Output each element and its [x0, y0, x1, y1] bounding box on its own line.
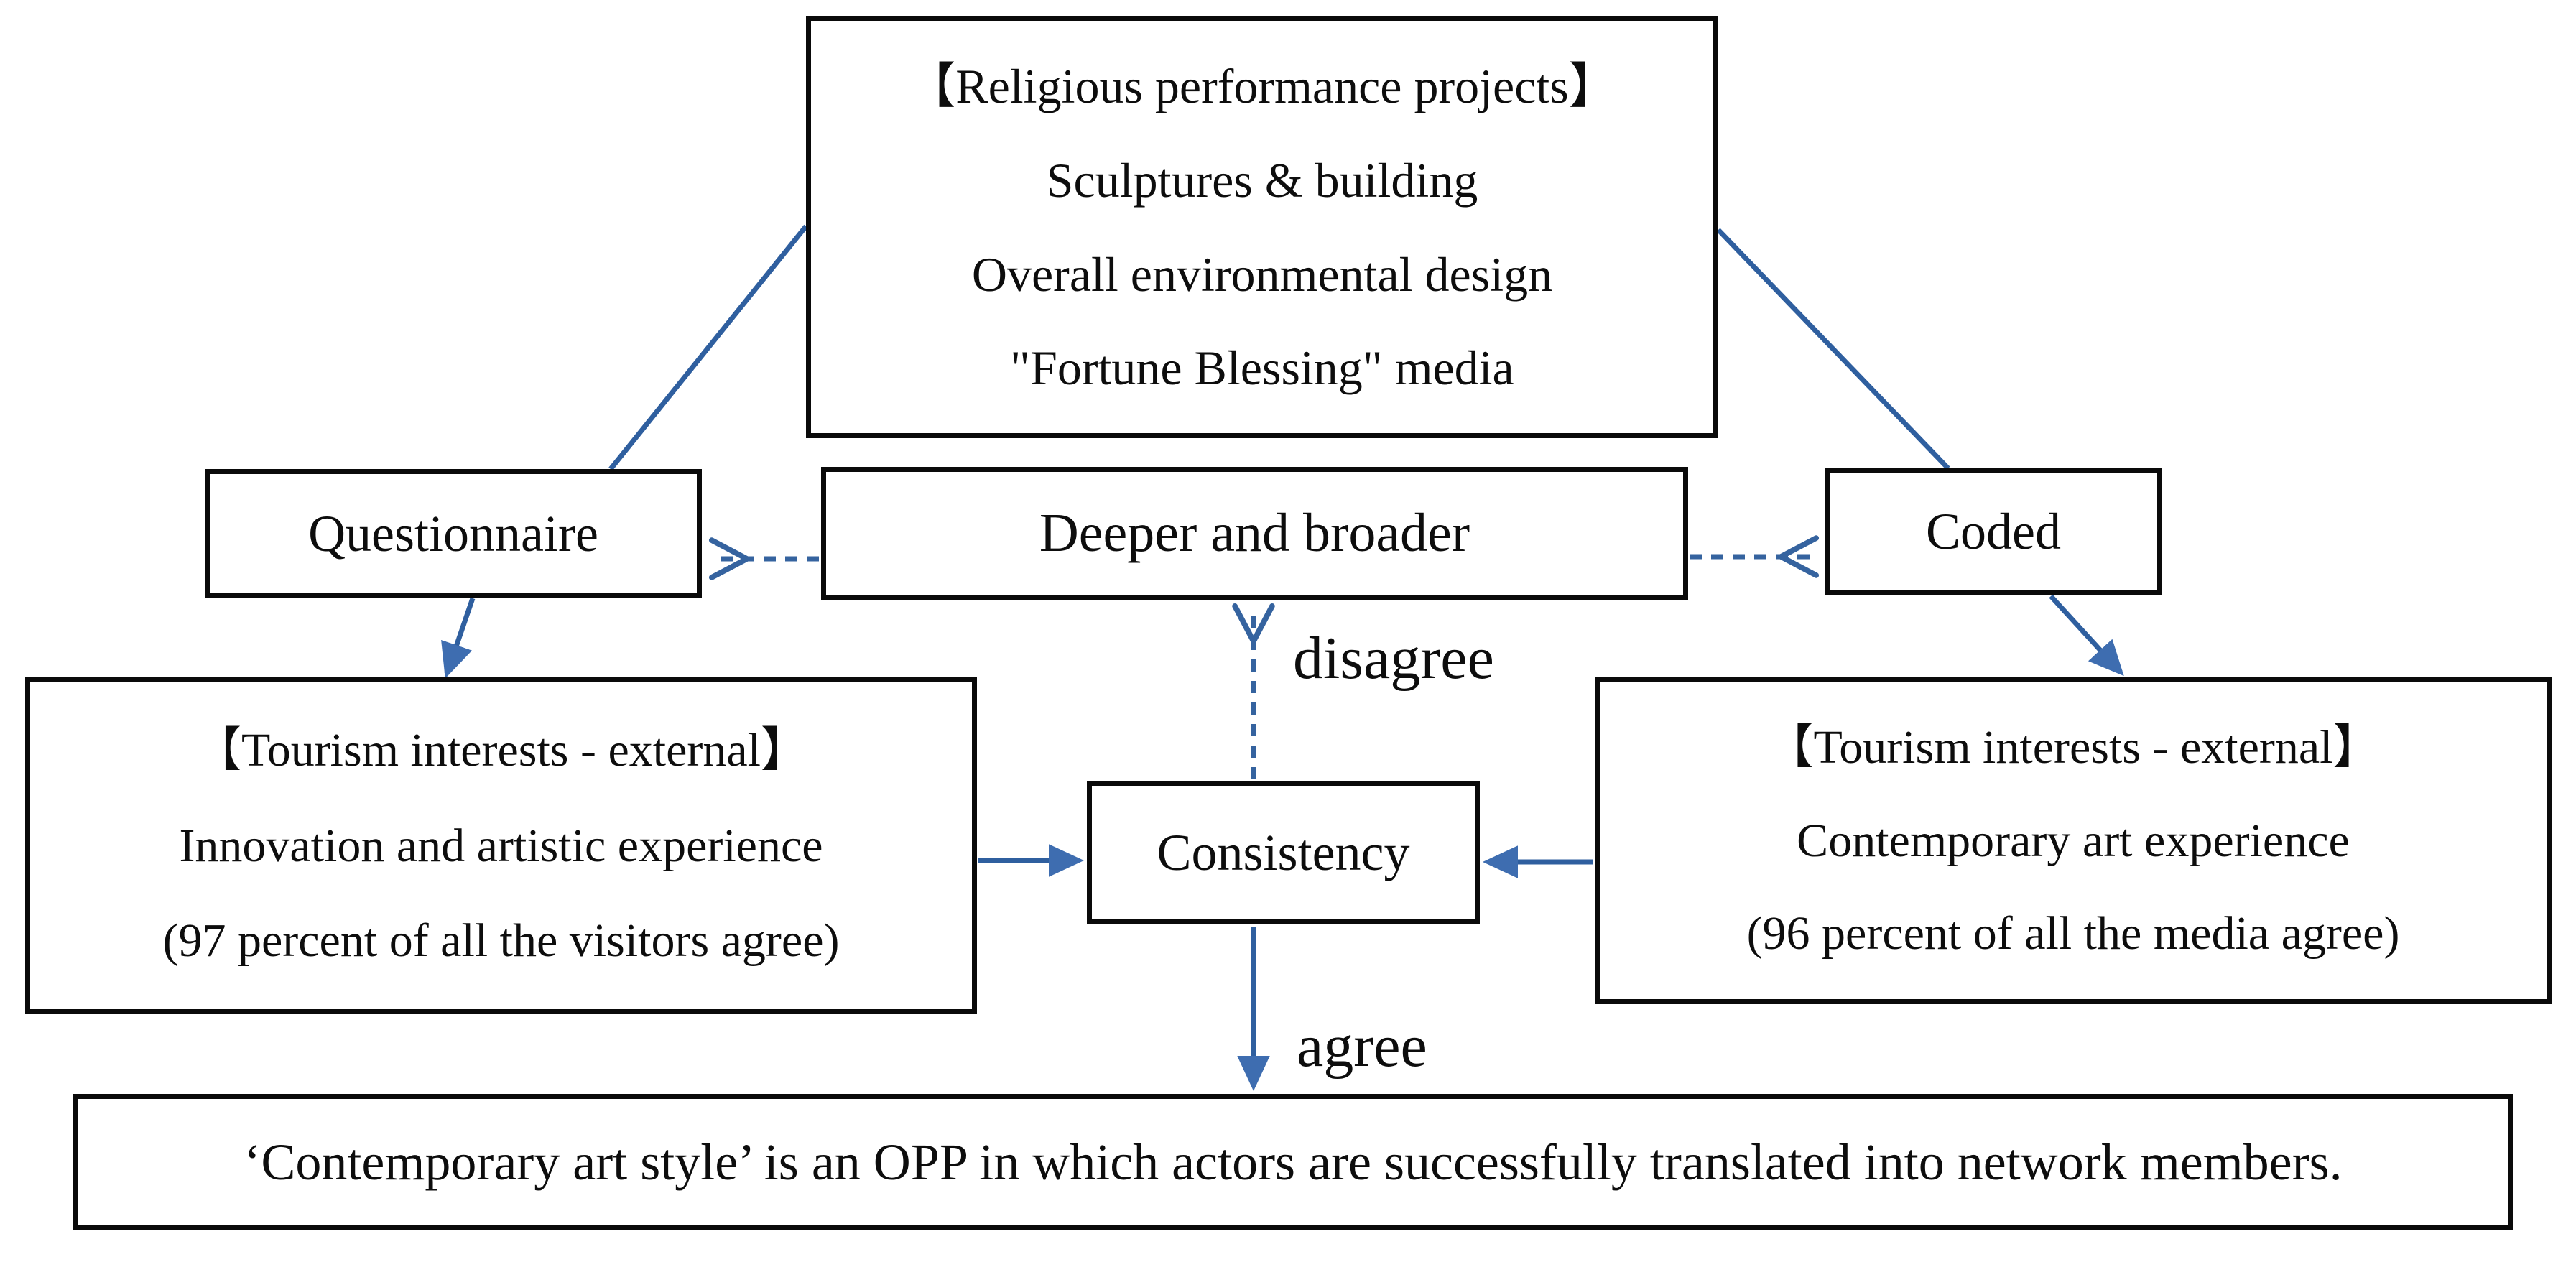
box-line: Overall environmental design: [971, 246, 1553, 302]
box-line: Contemporary art experience: [1797, 814, 2350, 867]
line-top-to-coded: [1716, 228, 1950, 470]
box-line: Innovation and artistic experience: [179, 819, 823, 872]
lenticular-bracket-close: 】: [2332, 719, 2381, 775]
deeper-and-broader-box: Deeper and broader: [821, 467, 1688, 600]
box-title: 【Religious performance projects】: [907, 58, 1618, 116]
box-line: (96 percent of all the media agree): [1746, 906, 2400, 960]
conclusion-text: ‘Contemporary art style’ is an OPP in wh…: [244, 1133, 2343, 1191]
conclusion-opp-box: ‘Contemporary art style’ is an OPP in wh…: [73, 1094, 2513, 1230]
box-title: 【Tourism interests - external】: [193, 721, 808, 777]
arrow-questionnaire-to-tourism-left: [441, 597, 476, 679]
coded-box: Coded: [1825, 468, 2162, 595]
box-line: "Fortune Blessing" media: [1010, 340, 1514, 395]
box-line: Sculptures & building: [1046, 153, 1478, 208]
box-label: Questionnaire: [308, 504, 598, 562]
line-top-to-questionnaire: [608, 224, 808, 471]
questionnaire-box: Questionnaire: [205, 469, 702, 598]
lenticular-bracket-close: 】: [1568, 58, 1618, 116]
tourism-interests-external-left-box: 【Tourism interests - external】 Innovatio…: [25, 677, 977, 1014]
box-label: Coded: [1926, 502, 2061, 560]
religious-performance-projects-box: 【Religious performance projects】 Sculptu…: [806, 16, 1718, 438]
box-label: Deeper and broader: [1039, 502, 1470, 563]
agree-label: agree: [1297, 1013, 1427, 1080]
disagree-label: disagree: [1293, 625, 1494, 692]
consistency-box: Consistency: [1087, 781, 1480, 924]
lenticular-bracket-open: 【: [193, 721, 241, 777]
arrow-coded-to-tourism-right: [2049, 594, 2124, 677]
tourism-interests-external-right-box: 【Tourism interests - external】 Contempor…: [1595, 677, 2552, 1004]
box-label: Consistency: [1157, 823, 1410, 881]
box-line: (97 percent of all the visitors agree): [162, 914, 840, 968]
lenticular-bracket-open: 【: [907, 58, 956, 116]
box-title: 【Tourism interests - external】: [1766, 719, 2381, 775]
lenticular-bracket-open: 【: [1766, 719, 1814, 775]
lenticular-bracket-close: 】: [761, 721, 808, 777]
